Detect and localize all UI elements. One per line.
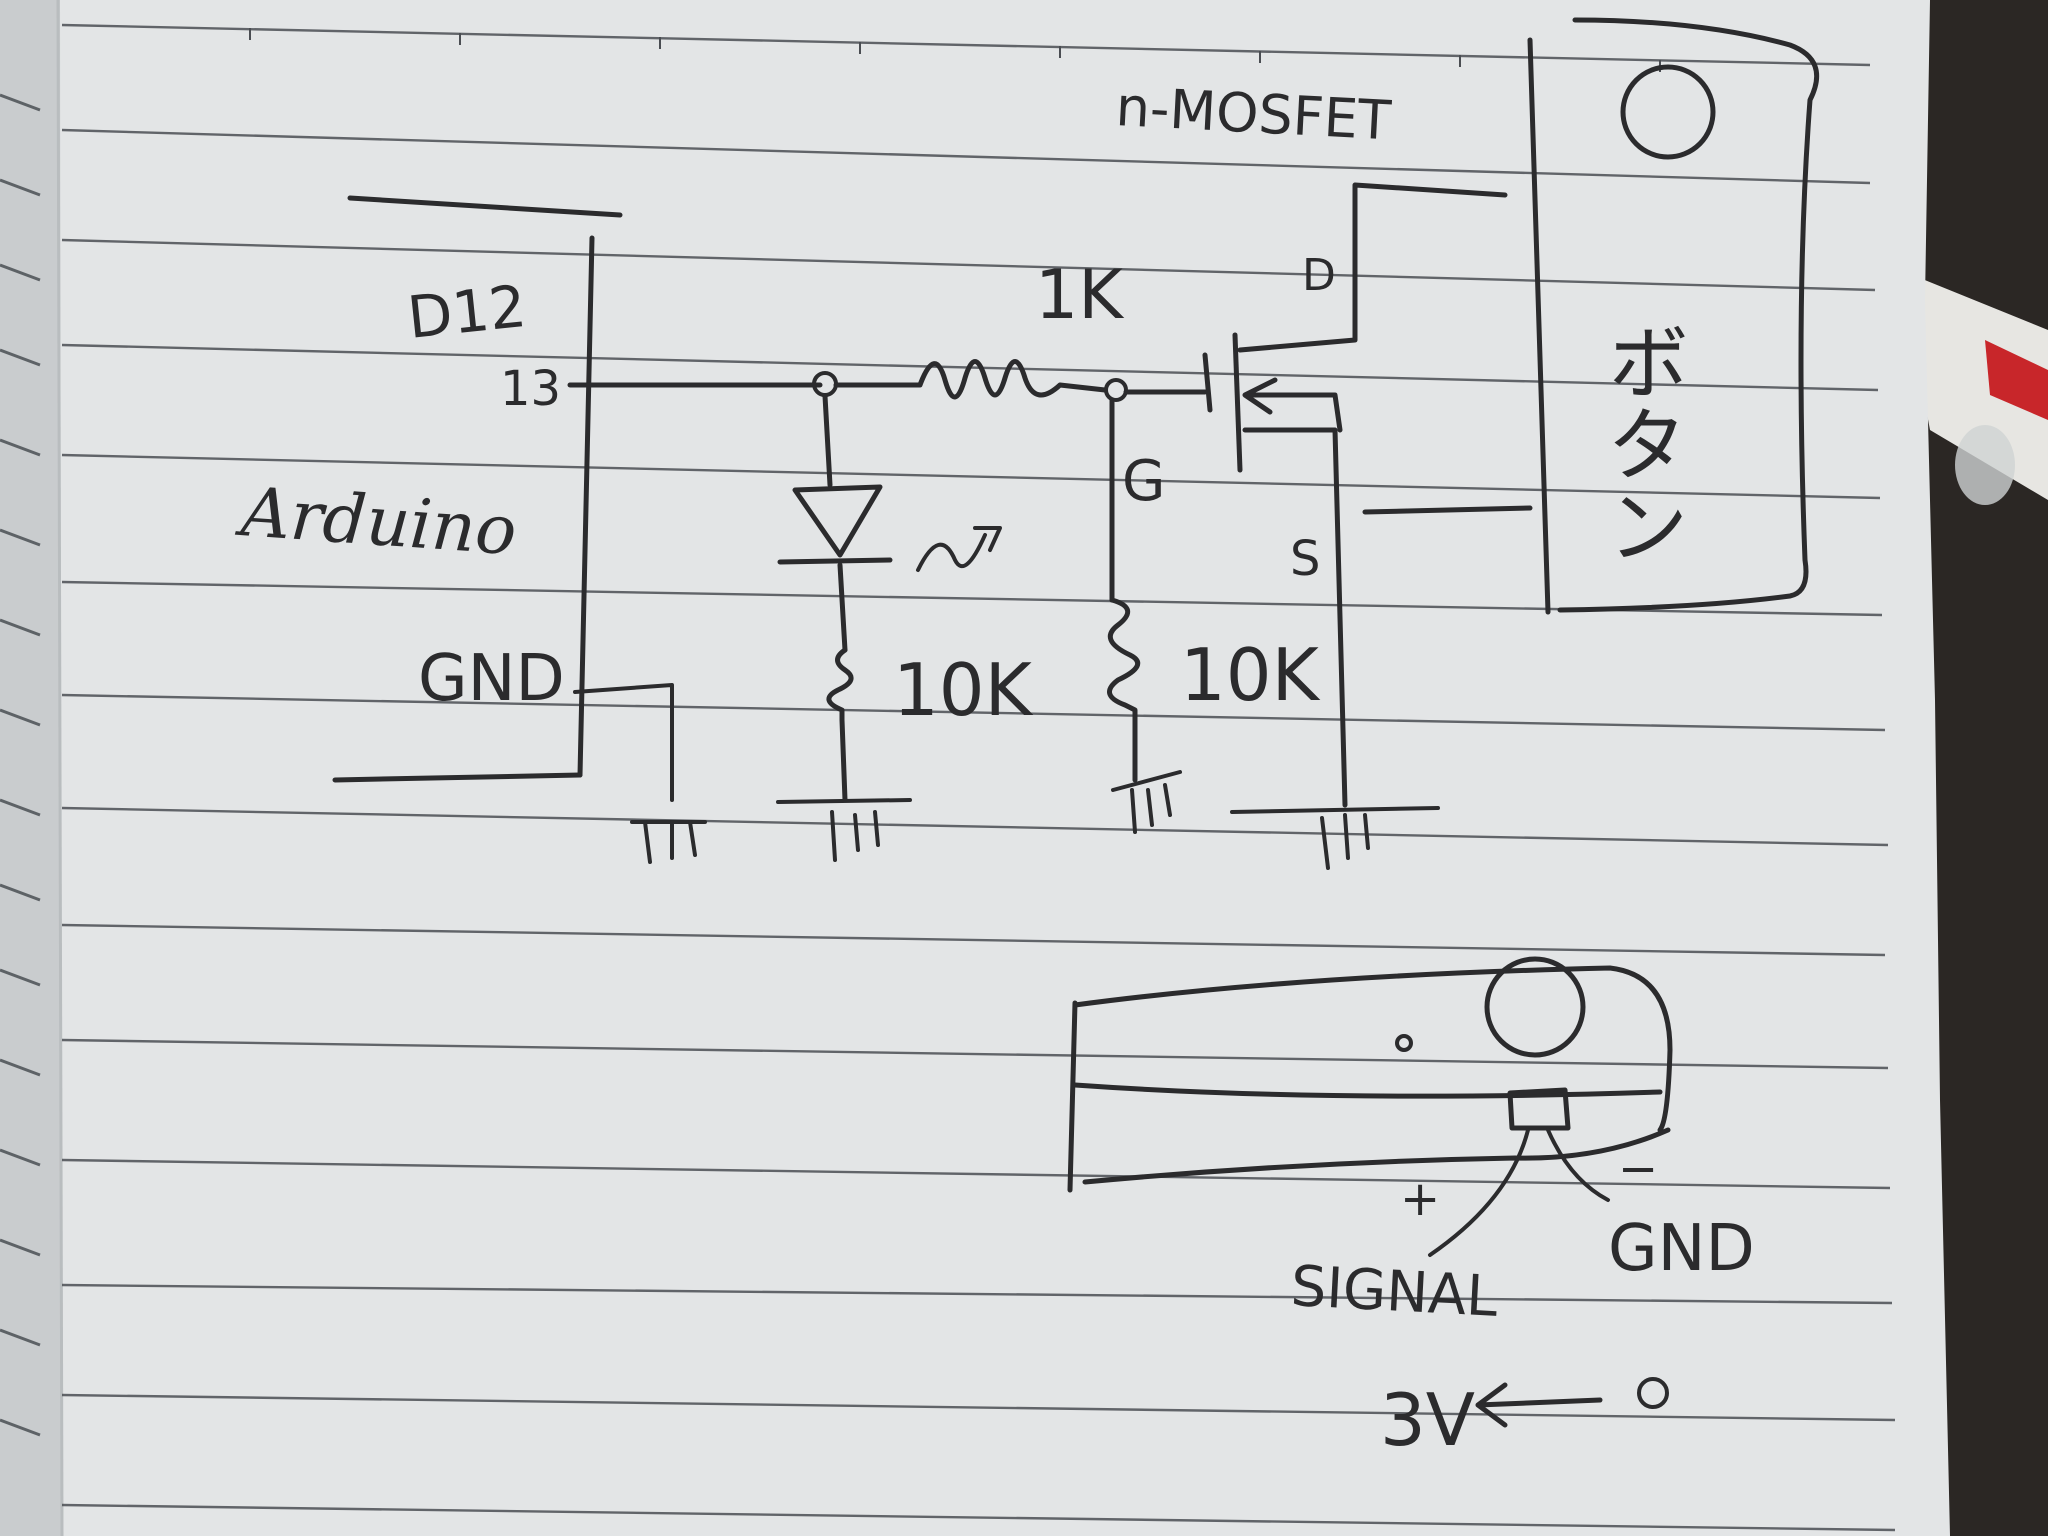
top-margin-ticks [249, 28, 1661, 72]
button-module [1527, 17, 1820, 615]
sensor-wire-gnd [1546, 1128, 1610, 1202]
supply-3v-label: 3V [1380, 1378, 1475, 1462]
led-branch [777, 393, 1002, 803]
sensor-dot [1395, 1034, 1413, 1052]
resistor-1k-label: 1K [1035, 256, 1125, 335]
n-mosfet-symbol [1202, 182, 1533, 808]
mosfet-channel [1232, 332, 1243, 473]
pin-13-label: 13 [500, 361, 561, 417]
resistor-10k-led [826, 647, 854, 803]
source-label: S [1290, 531, 1320, 587]
led-diode-triangle [792, 484, 883, 558]
arduino-board [332, 195, 623, 783]
gate-label: G [1122, 449, 1165, 514]
arduino-gnd-wire [573, 683, 674, 802]
binding-edge [56, 0, 64, 1536]
page-shadow [0, 0, 62, 1536]
ground-symbol-gate [1111, 770, 1182, 834]
resistor-1k [833, 359, 1108, 400]
ground-symbol-arduino [630, 820, 707, 864]
resistor-10k-gate [1107, 597, 1141, 783]
sensor-module [1067, 956, 1673, 1257]
mosfet-source-to-box [1362, 505, 1533, 515]
drain-label: D [1302, 250, 1336, 301]
gate-pulldown-branch [1107, 397, 1141, 783]
sensor-gnd-label: GND [1608, 1212, 1755, 1286]
sensor-lens [1484, 956, 1586, 1058]
mosfet-arrow [1242, 377, 1343, 433]
notebook-page [55, 0, 1950, 1536]
pin-d12-label: D12 [404, 272, 529, 352]
button-circle [1620, 64, 1716, 160]
ground-symbol-source [1230, 806, 1440, 870]
supply-arrow [1475, 1382, 1603, 1428]
arduino-label: Arduino [233, 473, 519, 571]
pen-object [1900, 270, 2048, 505]
ground-symbol-led [776, 798, 912, 862]
resistor-10k-led-label: 10K [893, 648, 1034, 732]
sensor-minus-label: − [1618, 1141, 1658, 1197]
mosfet-gate-plate [1202, 352, 1213, 413]
led-arrow [916, 526, 1002, 572]
sensor-signal-label: SIGNAL [1289, 1254, 1499, 1330]
sensor-wire-signal [1428, 1128, 1530, 1257]
sensor-connector [1507, 1087, 1571, 1131]
resistor-10k-gate-label: 10K [1180, 633, 1321, 717]
binding-tabs [0, 93, 41, 1437]
arduino-gnd-label: GND [418, 642, 565, 716]
button-module-label: ボタン [1593, 320, 1688, 566]
led-diode-bar [777, 557, 893, 565]
supply-terminal [1637, 1377, 1669, 1409]
mosfet-title: n-MOSFET [1114, 75, 1393, 152]
mosfet-source-lead [1242, 427, 1348, 808]
sensor-plus-label: + [1400, 1171, 1440, 1227]
mosfet-drain-lead [1237, 182, 1508, 353]
